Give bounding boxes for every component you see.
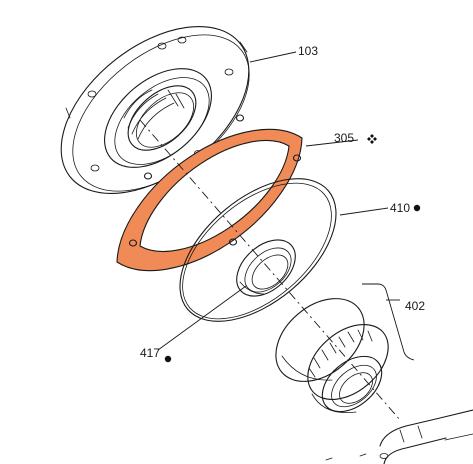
part-label-410: 410	[390, 201, 410, 215]
o-ring	[179, 178, 337, 322]
part-label-103: 103	[298, 44, 318, 58]
part-label-402: 402	[405, 299, 425, 313]
part-label-305: 305	[334, 131, 354, 145]
bearing-assembly	[275, 298, 389, 413]
part-label-417: 417	[140, 346, 160, 360]
shaft-seal	[236, 239, 296, 297]
bearing-rollers	[308, 329, 373, 378]
shaft-end	[325, 409, 473, 464]
bore-shading	[123, 89, 185, 140]
dot-marker-icon	[413, 204, 421, 212]
gasket	[116, 114, 303, 272]
gasket-bolt-holes	[128, 114, 302, 247]
dot-marker-icon	[164, 355, 172, 363]
diamond-cluster-icon	[367, 134, 377, 144]
center-axis	[139, 119, 401, 421]
leader-lines	[157, 51, 389, 351]
bearing-brace	[362, 283, 415, 361]
